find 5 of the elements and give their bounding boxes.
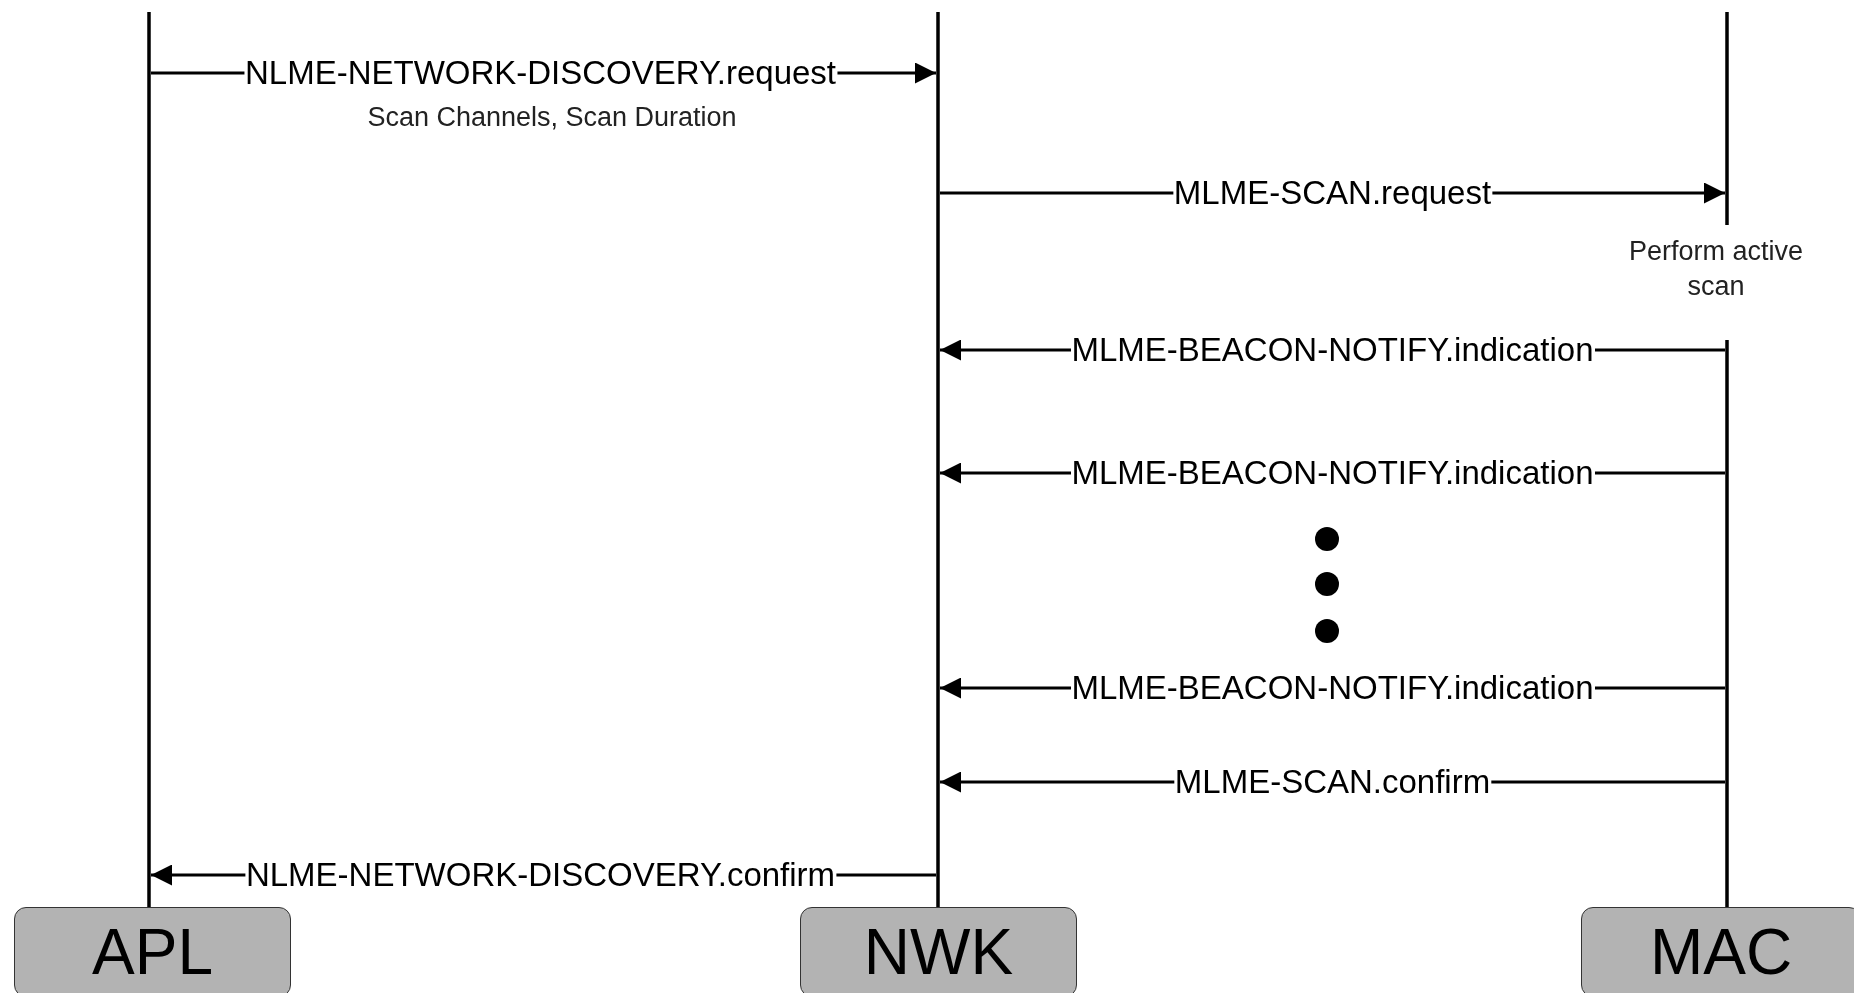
- participant-name: NWK: [863, 915, 1014, 989]
- action-note: Perform active scan: [1627, 235, 1805, 304]
- participant-name: APL: [92, 915, 213, 989]
- participant-name: MAC: [1649, 915, 1793, 989]
- parameter-note: Scan Channels, Scan Duration: [366, 101, 738, 134]
